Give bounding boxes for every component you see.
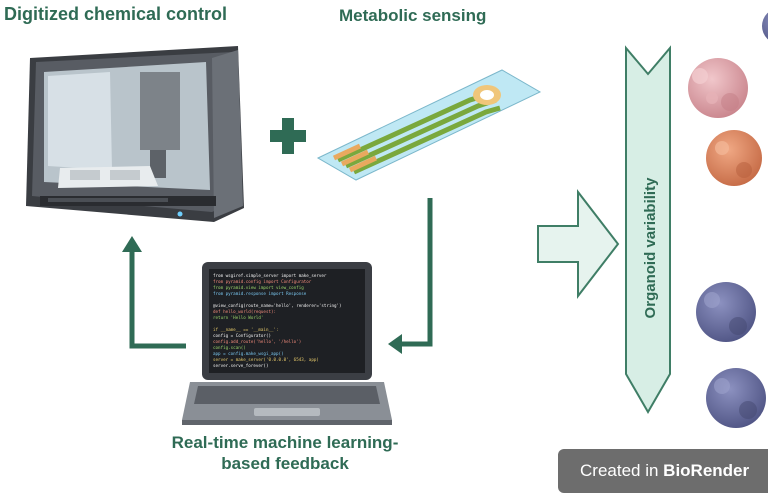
workflow-diagram: from wsgiref.simple_server import make_s…	[26, 12, 768, 428]
badge-brand: BioRender	[663, 461, 750, 480]
code-line: config.add_route('hello', '/hello')	[213, 339, 301, 344]
sensor-to-laptop-arrow	[388, 198, 433, 354]
metabolic-sensing-label: Metabolic sensing	[339, 6, 487, 25]
code-line: from pyramid.config import Configurator	[213, 279, 312, 284]
organoid-blue-2	[706, 368, 766, 428]
code-line: from pyramid.view import view_config	[213, 285, 304, 290]
code-line: config = Configurator()	[213, 333, 271, 338]
organoid-partial-top	[762, 12, 768, 40]
code-line: from pyramid.response import Response	[213, 291, 307, 296]
code-line: server = make_server('0.0.0.0', 6543, ap…	[213, 357, 319, 362]
code-line: server.serve_forever()	[213, 363, 268, 368]
code-line: @view_config(route_name='hello', rendere…	[213, 303, 342, 308]
badge-prefix: Created in	[580, 461, 664, 480]
organoid-pink	[688, 58, 748, 118]
biorender-badge: Created in BioRender	[558, 449, 768, 493]
variability-bar	[625, 45, 671, 414]
ml-feedback-label: Real-time machine learning-based feedbac…	[171, 433, 399, 473]
code-line: if __name__ == '__main__':	[213, 327, 279, 332]
big-right-arrow-icon	[537, 189, 620, 299]
plus-icon	[270, 118, 306, 154]
organoid-orange	[706, 130, 762, 186]
sensor-strip-icon	[316, 69, 542, 181]
chemical-control-label: Digitized chemical control	[4, 4, 228, 24]
code-line: return 'Hello World'	[213, 315, 263, 320]
organoid-variability-label: Organoid variability	[642, 177, 659, 319]
code-editor-screen: from wsgiref.simple_server import make_s…	[213, 273, 342, 368]
laptop-icon	[182, 262, 392, 425]
code-line: config.scan()	[213, 345, 246, 350]
organoid-blue-1	[696, 282, 756, 342]
laptop-to-instrument-arrow	[122, 236, 186, 349]
code-line: def hello_world(request):	[213, 309, 276, 314]
code-line: from wsgiref.simple_server import make_s…	[213, 273, 327, 278]
liquid-handler-icon	[26, 46, 244, 222]
code-line: app = config.make_wsgi_app()	[213, 351, 284, 356]
